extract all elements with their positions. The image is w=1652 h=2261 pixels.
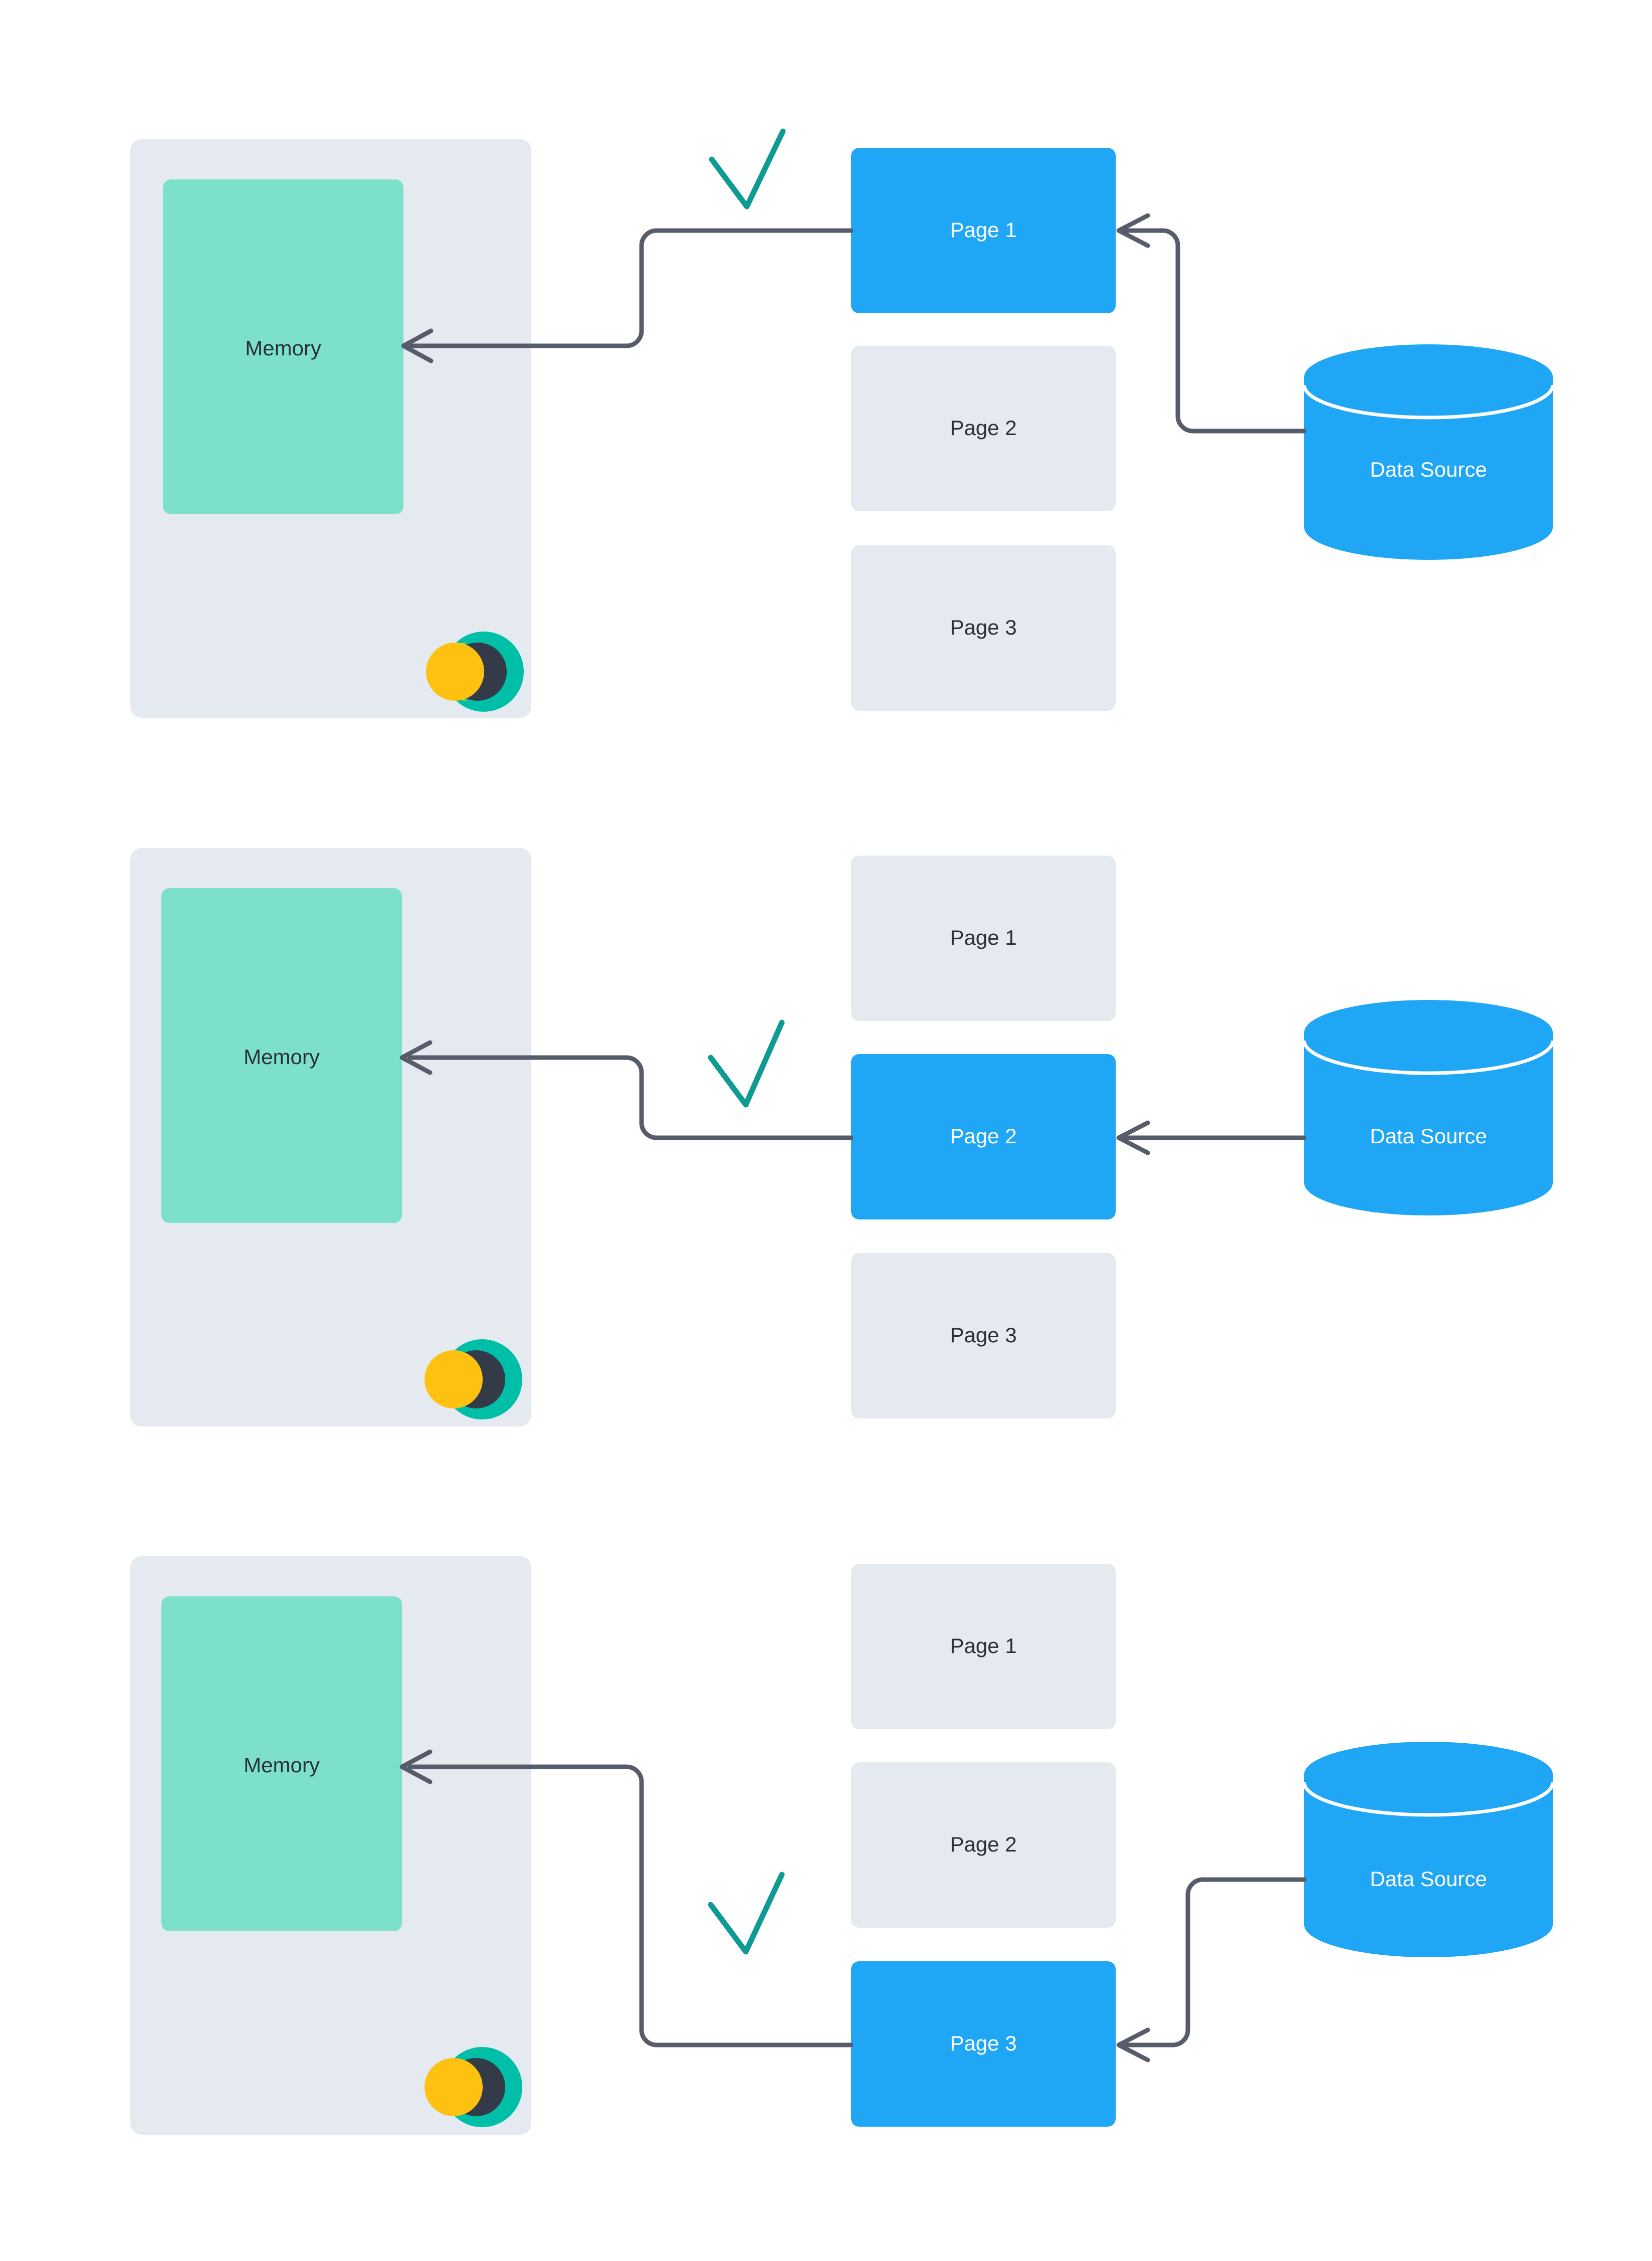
data-source-cylinder: Data Source <box>1302 1000 1555 1215</box>
memory-label: Memory <box>244 1045 320 1069</box>
page-box-1[interactable] <box>851 1564 1116 1729</box>
arrowhead-page-2 <box>1116 1120 1150 1155</box>
brand-logo-icon <box>425 2047 522 2127</box>
connector-datasource-to-page <box>1120 1877 1307 2047</box>
memory-label: Memory <box>244 1753 320 1777</box>
brand-logo-icon <box>426 632 524 712</box>
page-box-2[interactable] <box>851 346 1116 511</box>
memory-box <box>163 179 403 514</box>
memory-label: Memory <box>245 336 321 360</box>
page-label-3: Page 3 <box>950 2031 1016 2055</box>
memory-box <box>161 888 402 1223</box>
panel-1: Memory Page 1 Page 2 Page 3 Data Source <box>130 128 1555 718</box>
data-source-label: Data Source <box>1370 1124 1487 1148</box>
memory-box <box>161 1596 402 1931</box>
connector-page-to-memory <box>408 228 854 348</box>
arrowhead-memory <box>401 328 434 363</box>
page-label-1: Page 1 <box>950 926 1016 949</box>
page-label-1: Page 1 <box>950 218 1016 242</box>
data-source-cylinder: Data Source <box>1302 344 1555 560</box>
logo-yellow-circle <box>425 2058 483 2116</box>
panel-2: Memory Page 1 Page 2 Page 3 Data Source <box>130 848 1555 1426</box>
page-label-3: Page 3 <box>950 615 1016 639</box>
arrowhead-page-1 <box>1116 213 1150 248</box>
check-icon <box>708 1872 785 1955</box>
arrowhead-memory <box>399 1040 433 1075</box>
connector-datasource-to-page <box>1120 228 1307 434</box>
page-label-2: Page 2 <box>950 1832 1016 1856</box>
data-source-cylinder: Data Source <box>1302 1742 1555 1957</box>
page-box-2[interactable] <box>851 1054 1116 1219</box>
page-box-1[interactable] <box>851 148 1116 313</box>
logo-yellow-circle <box>426 643 484 701</box>
check-icon <box>709 128 786 210</box>
check-icon <box>708 1019 785 1108</box>
arrowhead-page-3 <box>1116 2027 1150 2063</box>
data-source-label: Data Source <box>1370 458 1487 481</box>
page-box-2[interactable] <box>851 1762 1116 1928</box>
page-box-3[interactable] <box>851 1961 1116 2127</box>
page-label-3: Page 3 <box>950 1323 1016 1347</box>
page-label-1: Page 1 <box>950 1634 1016 1658</box>
page-label-2: Page 2 <box>950 1124 1016 1148</box>
page-box-3[interactable] <box>851 1253 1116 1418</box>
data-source-label: Data Source <box>1370 1867 1487 1891</box>
panel-3: Memory Page 1 Page 2 Page 3 Data Source <box>130 1556 1555 2135</box>
page-box-1[interactable] <box>851 856 1116 1021</box>
connector-page-to-memory <box>407 1055 854 1140</box>
page-label-2: Page 2 <box>950 416 1016 440</box>
brand-logo-icon <box>425 1339 522 1419</box>
connector-page-to-memory <box>407 1764 854 2047</box>
arrowhead-memory <box>399 1749 433 1784</box>
page-box-3[interactable] <box>851 545 1116 711</box>
logo-yellow-circle <box>425 1350 483 1408</box>
